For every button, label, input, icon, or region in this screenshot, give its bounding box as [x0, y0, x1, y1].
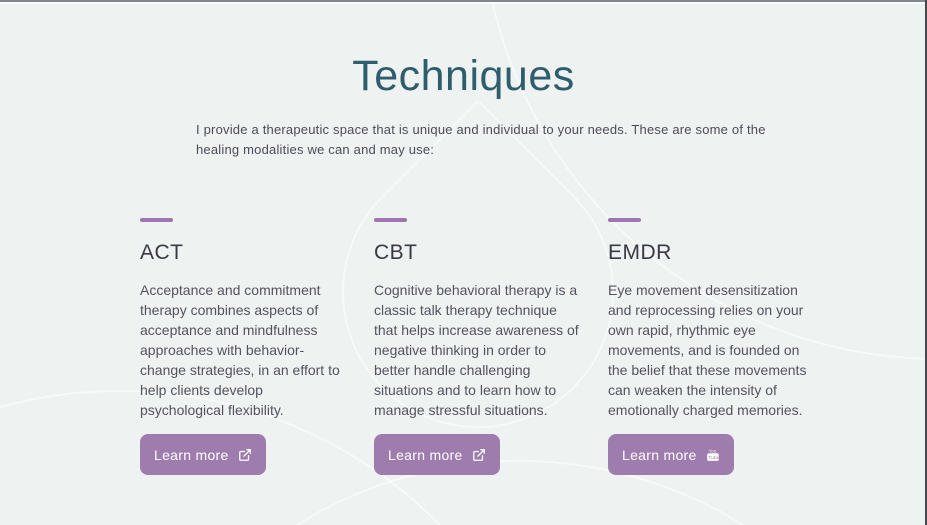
card-description: Acceptance and commitment therapy combin…: [140, 282, 340, 418]
svg-text:You: You: [709, 448, 716, 453]
button-label: Learn more: [622, 446, 697, 463]
card-description: Cognitive behavioral therapy is a classi…: [374, 282, 579, 418]
learn-more-act-button[interactable]: Learn more: [140, 434, 266, 475]
card-cbt: CBT Cognitive behavioral therapy is a cl…: [374, 218, 583, 475]
external-link-icon: [238, 448, 252, 462]
intro-paragraph: I provide a therapeutic space that is un…: [196, 120, 927, 160]
window-right-edge: [925, 0, 927, 525]
accent-divider: [140, 218, 173, 222]
learn-more-emdr-button[interactable]: Learn more You Tube: [608, 434, 734, 475]
card-description: Eye movement desensitization and reproce…: [608, 282, 807, 418]
card-heading: CBT: [374, 241, 418, 264]
learn-more-cbt-button[interactable]: Learn more: [374, 434, 500, 475]
youtube-icon: You Tube: [706, 448, 720, 462]
intro-line: I provide a therapeutic space that is un…: [196, 122, 766, 137]
section-title: Techniques: [352, 52, 575, 100]
card-act: ACT Acceptance and commitment therapy co…: [140, 218, 349, 475]
svg-text:Tube: Tube: [708, 455, 719, 460]
technique-cards-row: ACT Acceptance and commitment therapy co…: [140, 218, 820, 475]
button-label: Learn more: [388, 446, 463, 463]
accent-divider: [608, 218, 641, 222]
external-link-icon: [472, 448, 486, 462]
button-label: Learn more: [154, 446, 229, 463]
card-heading: ACT: [140, 241, 184, 264]
window-top-edge: [0, 0, 927, 4]
card-heading: EMDR: [608, 241, 672, 264]
card-emdr: EMDR Eye movement desensitization and re…: [608, 218, 817, 475]
accent-divider: [374, 218, 407, 222]
intro-line: healing modalities we can and may use:: [196, 142, 435, 157]
techniques-section: Techniques I provide a therapeutic space…: [140, 52, 927, 475]
